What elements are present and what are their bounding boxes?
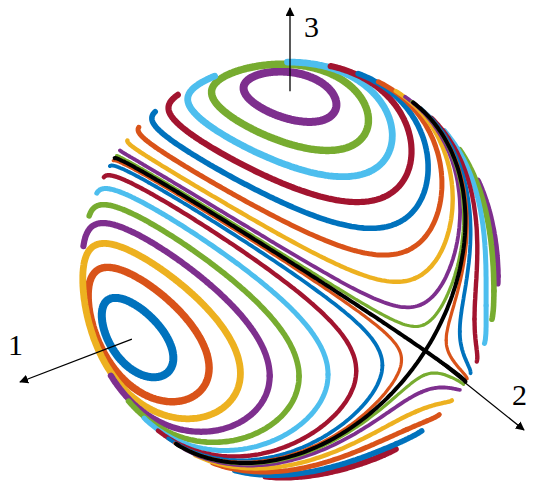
trajectory-curve bbox=[331, 66, 412, 197]
axis-arrow bbox=[425, 351, 524, 430]
trajectory-curve bbox=[288, 62, 393, 172]
trajectory-curve bbox=[396, 91, 453, 278]
trajectory-curve bbox=[111, 376, 270, 432]
trajectory-curve bbox=[416, 105, 467, 340]
trajectory-curve bbox=[169, 95, 384, 202]
axis-arrow bbox=[289, 8, 290, 91]
trajectory-curve bbox=[421, 388, 460, 393]
trajectory-curve bbox=[127, 141, 415, 282]
trajectory-curve bbox=[415, 400, 452, 412]
trajectory-curve bbox=[176, 444, 178, 446]
trajectory-curve bbox=[88, 267, 209, 401]
axis-label: 1 bbox=[8, 330, 23, 360]
trajectory-curve bbox=[179, 375, 423, 464]
axis-arrow bbox=[20, 339, 132, 382]
trajectory-curve bbox=[195, 412, 415, 469]
trajectory-curve bbox=[178, 102, 465, 463]
trajectory-curve bbox=[485, 305, 487, 343]
trajectory-curve bbox=[378, 82, 442, 251]
trajectory-curve bbox=[83, 223, 269, 376]
trajectory-curve bbox=[188, 76, 369, 177]
trajectory-curve bbox=[405, 97, 460, 305]
trajectory-curve bbox=[475, 319, 478, 361]
trajectory-curve bbox=[115, 158, 179, 193]
trajectory-curve bbox=[460, 332, 471, 374]
trajectory-group bbox=[83, 62, 498, 477]
trajectory-curve bbox=[358, 74, 428, 224]
trajectory-curve bbox=[412, 102, 464, 325]
axis-label: 2 bbox=[512, 380, 527, 410]
trajectory-curve bbox=[407, 415, 439, 430]
axis-label: 3 bbox=[304, 12, 319, 42]
trajectory-curve bbox=[129, 376, 299, 442]
trajectory-curve bbox=[492, 291, 494, 319]
trajectory-curve bbox=[120, 150, 421, 307]
axis-group bbox=[20, 8, 524, 430]
